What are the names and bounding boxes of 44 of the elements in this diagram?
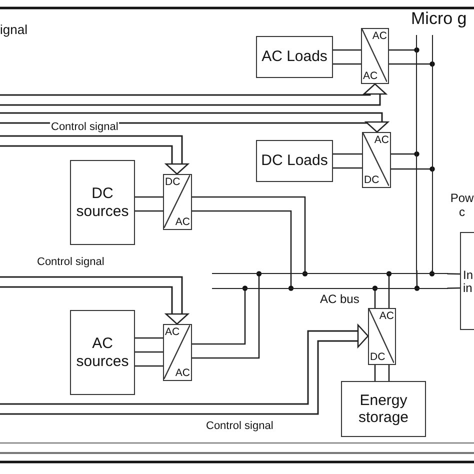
bus-label: AC bus bbox=[320, 292, 360, 306]
power-line bbox=[388, 274, 390, 308]
source-box bbox=[70, 310, 135, 395]
converter-label: AC bbox=[374, 135, 389, 146]
power-line bbox=[374, 288, 376, 308]
power-line bbox=[134, 337, 164, 367]
box-heading: Pow c bbox=[449, 191, 474, 220]
converter-label: DC bbox=[364, 174, 380, 185]
edge-label: Control signal bbox=[205, 420, 274, 432]
control-signal-arrow bbox=[0, 276, 190, 325]
heading-text: ignal bbox=[0, 22, 28, 37]
converter-label: AC bbox=[379, 311, 394, 322]
load-box bbox=[256, 36, 333, 78]
power-line bbox=[192, 288, 246, 345]
box-label: AC Loads bbox=[262, 48, 328, 66]
box-label: In in bbox=[463, 269, 474, 296]
control-signal-arrow bbox=[0, 323, 369, 415]
load-box bbox=[256, 140, 333, 182]
storage-box bbox=[341, 381, 426, 437]
power-line bbox=[192, 274, 260, 359]
edge-label: Control signal bbox=[36, 256, 106, 268]
power-line bbox=[134, 196, 164, 212]
control-signal-arrow bbox=[0, 83, 388, 106]
heading-text: Micro g bbox=[411, 9, 467, 29]
source-box bbox=[70, 160, 135, 245]
converter-label: AC bbox=[165, 327, 180, 338]
converter-label: AC bbox=[363, 70, 378, 81]
converter-label: DC bbox=[165, 177, 180, 188]
power-line bbox=[374, 364, 390, 382]
power-line bbox=[332, 49, 362, 65]
converter-label: DC bbox=[370, 352, 386, 362]
box-label: DC Loads bbox=[261, 152, 328, 170]
box-label: Energy storage bbox=[357, 392, 410, 426]
bus-bar bbox=[416, 35, 433, 271]
edge-label: Control signal bbox=[50, 121, 120, 133]
converter-label: AC bbox=[175, 368, 190, 378]
power-line bbox=[332, 153, 363, 169]
box-label: AC sources bbox=[75, 335, 130, 370]
power-line bbox=[446, 273, 461, 289]
converter-label: AC bbox=[175, 216, 190, 227]
control-signal-arrow bbox=[0, 135, 190, 175]
converter-label: AC bbox=[372, 31, 387, 42]
box-label: DC sources bbox=[75, 185, 130, 220]
control-signal-arrow bbox=[0, 112, 390, 133]
